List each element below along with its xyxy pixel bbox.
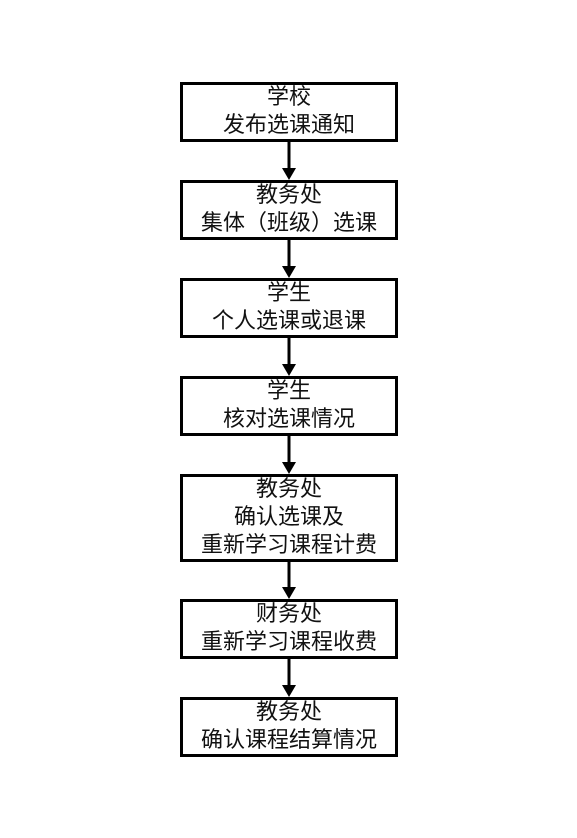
step-action: 核对选课情况	[222, 407, 355, 432]
arrow-3-to-4	[282, 338, 296, 376]
step-student-verify-selection: 学生 核对选课情况	[180, 376, 398, 436]
arrow-4-to-5	[282, 436, 296, 474]
arrow-1-to-2	[282, 142, 296, 180]
step-action: 确认课程结算情况	[200, 728, 377, 753]
step-actor: 教务处	[255, 700, 322, 725]
step-student-select-or-drop: 学生 个人选课或退课	[180, 278, 398, 338]
step-actor: 教务处	[255, 183, 322, 208]
step-actor: 学生	[266, 281, 311, 306]
step-school-publish-notice: 学校 发布选课通知	[180, 82, 398, 142]
step-action: 确认选课及	[233, 505, 344, 530]
step-action: 重新学习课程收费	[200, 630, 377, 655]
step-actor: 财务处	[255, 602, 322, 627]
step-academic-office-confirm-settlement: 教务处 确认课程结算情况	[180, 697, 398, 757]
step-actor: 学校	[266, 85, 311, 110]
step-action: 个人选课或退课	[211, 309, 366, 334]
step-actor: 学生	[266, 379, 311, 404]
step-action: 集体（班级）选课	[200, 211, 377, 236]
step-action: 发布选课通知	[222, 113, 355, 138]
arrow-5-to-6	[282, 562, 296, 599]
arrow-6-to-7	[282, 659, 296, 697]
arrow-2-to-3	[282, 240, 296, 278]
step-academic-office-class-selection: 教务处 集体（班级）选课	[180, 180, 398, 240]
step-finance-office-collect-fees: 财务处 重新学习课程收费	[180, 599, 398, 659]
step-actor: 教务处	[255, 477, 322, 502]
step-academic-office-confirm-and-bill: 教务处 确认选课及 重新学习课程计费	[180, 474, 398, 562]
step-action-continued: 重新学习课程计费	[200, 533, 377, 558]
